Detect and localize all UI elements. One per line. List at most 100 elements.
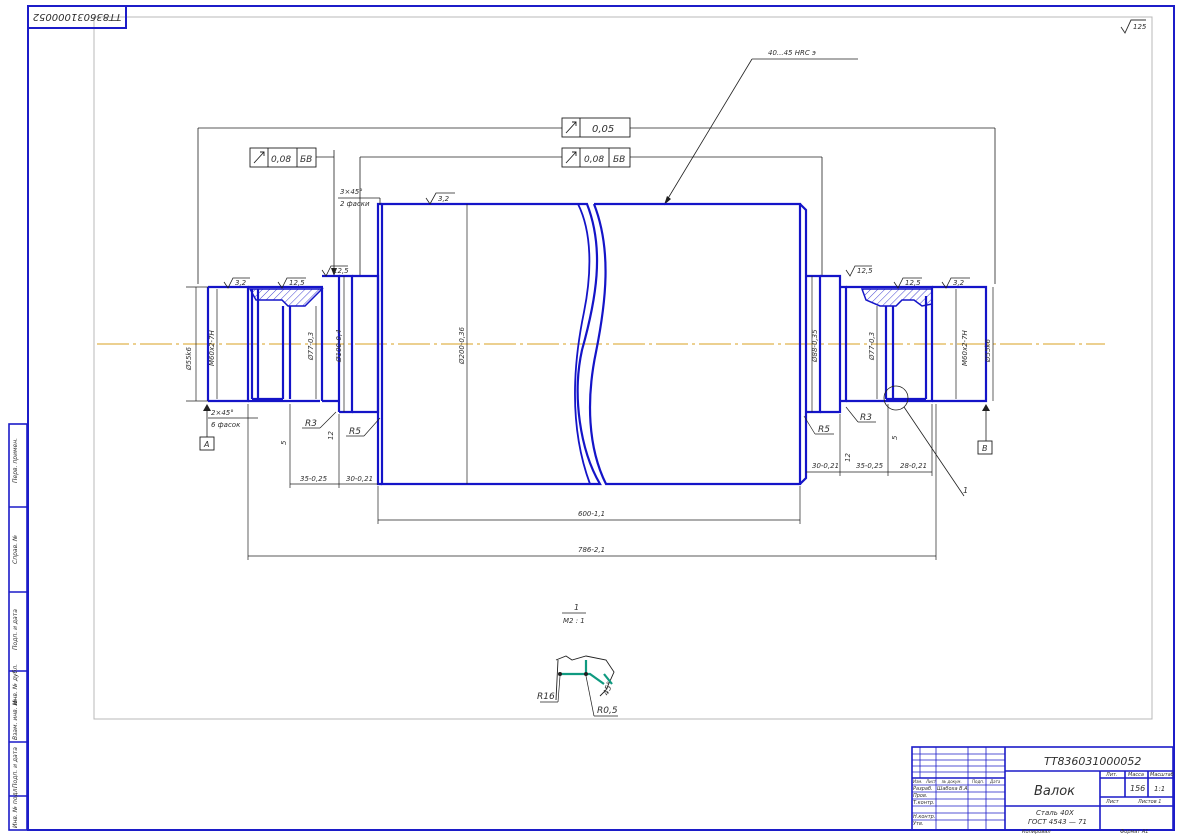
runout-main-value: 0,05 xyxy=(592,124,614,135)
sheet-frame xyxy=(27,5,1175,831)
svg-text:Инв. № дубл.: Инв. № дубл. xyxy=(12,664,19,705)
svg-text:В: В xyxy=(982,444,988,453)
dim-left-outer: Ø55k6 xyxy=(185,347,193,371)
barrel-length: 600-1,1 xyxy=(578,510,605,518)
len-35-left: 35-0,25 xyxy=(300,475,328,483)
right-shoulder xyxy=(806,274,822,414)
small-widths: 5 12 12 5 xyxy=(280,431,899,462)
total-length: 786-2,1 xyxy=(578,546,605,554)
diameter-labels: Ø55k6 М60х2-7Н Ø77-0,3 Ø100-0,4 Ø200-0,3… xyxy=(185,326,992,371)
runout-mid-datum: БВ xyxy=(613,155,625,165)
dim-right-thread: М60х2-7Н xyxy=(961,329,969,366)
width-5-right: 5 xyxy=(891,435,899,440)
stamp-code: ТТ836031000052 xyxy=(33,11,122,22)
tb-sheet: Лист xyxy=(1105,799,1120,805)
hardness-leader: 40...45 HRC э xyxy=(663,49,858,206)
svg-text:Подп. и дата: Подп. и дата xyxy=(12,747,19,788)
radius-labels: R3 R5 R5 R3 xyxy=(302,406,876,437)
svg-text:Н.контр.: Н.контр. xyxy=(913,814,935,820)
roughness-right-collar: 12,5 xyxy=(857,267,873,275)
inner-view-frame xyxy=(93,16,1153,720)
title-block-grid xyxy=(912,747,1005,830)
svg-text:125: 125 xyxy=(1133,23,1147,31)
tb-material-1: Сталь 40Х xyxy=(1036,809,1074,817)
tb-razrab: Разраб. xyxy=(913,786,933,792)
tb-part-name: Валок xyxy=(1034,784,1075,799)
svg-text:Пров.: Пров. xyxy=(913,793,928,799)
svg-text:Подп. и дата: Подп. и дата xyxy=(12,609,19,650)
svg-text:Перв. примен.: Перв. примен. xyxy=(12,438,19,483)
stamp-box xyxy=(27,5,127,29)
barrel-right xyxy=(588,202,802,486)
svg-text:Утв.: Утв. xyxy=(913,821,924,827)
svg-text:№ докум.: № докум. xyxy=(941,779,962,784)
len-35-right: 35-0,25 xyxy=(856,462,884,470)
roughness-right-journal: 3,2 xyxy=(953,279,965,287)
roughness-left-collar: 12,5 xyxy=(333,267,349,275)
width-12-left: 12 xyxy=(327,431,335,440)
svg-text:Справ. №: Справ. № xyxy=(12,535,19,564)
svg-text:Подп.: Подп. xyxy=(972,779,984,784)
tb-material-2: ГОСТ 4543 — 71 xyxy=(1028,818,1087,826)
length-labels: 35-0,25 30-0,21 30-0,21 35-0,25 28-0,21 … xyxy=(300,462,927,554)
runout-main-frame: 0,05 xyxy=(197,117,996,284)
runout-mid-value: 0,08 xyxy=(584,155,604,165)
detail-title: 1 xyxy=(574,603,579,612)
roughness-marks xyxy=(223,192,970,289)
svg-text:Взам. инв. №: Взам. инв. № xyxy=(12,699,19,740)
svg-text:Т.контр.: Т.контр. xyxy=(913,800,935,806)
runout-left-frame: 0,08 БВ xyxy=(249,147,337,276)
dim-barrel-dia: Ø200-0,36 xyxy=(458,326,466,365)
len-30-left: 30-0,21 xyxy=(346,475,373,483)
dim-right-bore: Ø77-0,3 xyxy=(868,332,876,361)
svg-text:Изм.: Изм. xyxy=(913,779,922,784)
len-30-right: 30-0,21 xyxy=(812,462,839,470)
tb-hdr-lit: Лит. xyxy=(1105,772,1118,778)
dim-right-outer: Ø55k6 xyxy=(984,339,992,363)
left-thread-section xyxy=(248,285,323,403)
detail-callout: 1 xyxy=(883,385,968,497)
right-journal xyxy=(932,285,988,403)
hardness-note: 40...45 HRC э xyxy=(768,49,816,57)
roughness-left-thread: 12,5 xyxy=(289,279,305,287)
dim-right-collar: Ø88-0,35 xyxy=(811,329,819,363)
runout-mid-frame: 0,08 БВ xyxy=(359,147,823,276)
dim-left-thread: М60х2-7Н xyxy=(208,329,216,366)
right-collar xyxy=(820,274,842,414)
chamfer-bottom: 2×45° xyxy=(211,409,234,417)
barrel-break xyxy=(574,203,591,485)
detail-scale: М2 : 1 xyxy=(563,617,585,625)
chamfer-top-count: 2 фаски xyxy=(340,200,370,208)
title-block-text: ТТ836031000052 Валок Сталь 40Х ГОСТ 4543… xyxy=(913,755,1174,835)
detail-view: 1 М2 : 1 R16 R0,5 45° xyxy=(537,603,618,717)
roughness-right-thread: 12,5 xyxy=(905,279,921,287)
roughness-general: 125 xyxy=(1120,19,1147,34)
chamfer-bottom-count: 6 фасок xyxy=(211,421,241,429)
svg-text:Лист: Лист xyxy=(925,779,937,784)
svg-text:Инв. № подл.: Инв. № подл. xyxy=(12,787,19,828)
diameter-dims xyxy=(186,204,994,484)
tb-hdr-mass: Масса xyxy=(1128,772,1144,778)
leader-ref: 1 xyxy=(963,486,968,495)
tb-sheets: Листов 1 xyxy=(1137,799,1161,805)
roughness-labels: 3,2 3,2 12,5 12,5 12,5 12,5 3,2 xyxy=(235,195,965,287)
side-block xyxy=(8,423,28,831)
svg-text:А: А xyxy=(203,440,209,449)
r3-left: R3 xyxy=(305,419,317,429)
runout-left-datum: БВ xyxy=(300,155,312,165)
title-block xyxy=(911,746,1174,831)
tb-hdr-scale: Масштаб xyxy=(1150,772,1174,778)
width-12-right: 12 xyxy=(844,453,852,462)
section-hatching xyxy=(248,288,933,307)
tb-copied: Копировал xyxy=(1022,829,1051,835)
tb-mass: 156 xyxy=(1130,784,1145,793)
tb-format: Формат А1 xyxy=(1120,829,1148,835)
dim-left-collar: Ø100-0,4 xyxy=(335,329,343,363)
tb-scale: 1:1 xyxy=(1154,785,1165,793)
detail-r16: R16 xyxy=(537,692,555,702)
chamfer-top: 3×45° xyxy=(340,188,363,196)
runout-left-value: 0,08 xyxy=(271,155,291,165)
r5-right: R5 xyxy=(818,425,830,435)
